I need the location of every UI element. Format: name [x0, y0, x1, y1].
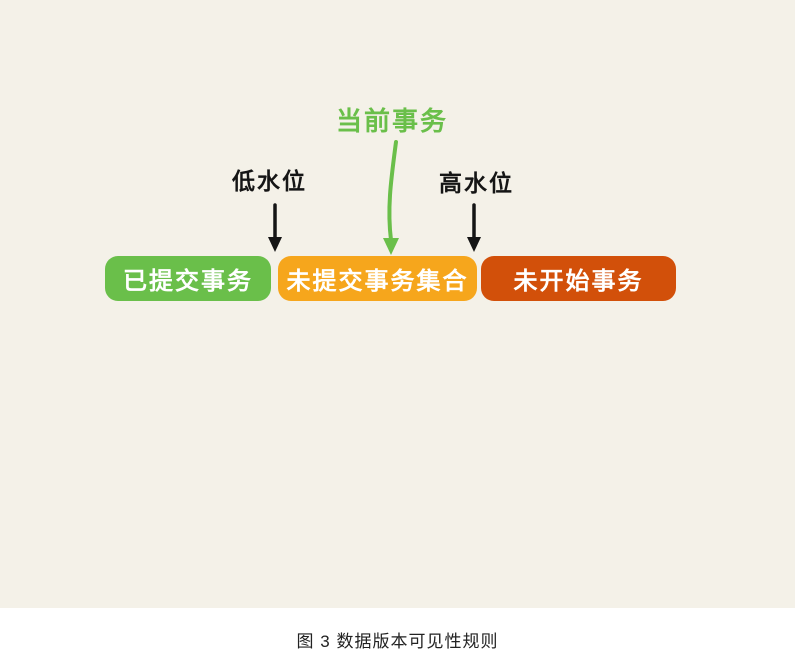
low-watermark-arrow [268, 203, 282, 252]
committed-transactions-label: 已提交事务 [123, 268, 253, 295]
low-watermark-label: 低水位 [232, 168, 307, 194]
current-transaction-label: 当前事务 [336, 106, 449, 136]
caption-area: 图 3 数据版本可见性规则 [0, 608, 795, 671]
low-watermark-arrowhead-icon [268, 237, 282, 252]
high-watermark-arrowhead-icon [467, 237, 481, 252]
arrow-layer [268, 140, 481, 255]
uncommitted-transaction-set-box: 未提交事务集合 [278, 256, 477, 301]
current-transaction-arrow-line [387, 140, 398, 242]
current-transaction-arrowhead-icon [383, 238, 399, 255]
current-transaction-arrow [383, 140, 399, 255]
committed-transactions-box: 已提交事务 [105, 256, 271, 301]
high-watermark-arrow [467, 203, 481, 252]
diagram-canvas: 当前事务 低水位 高水位 已提交事务 未提交事务集合 [0, 0, 795, 608]
figure-caption: 图 3 数据版本可见性规则 [296, 632, 499, 651]
high-watermark-label: 高水位 [439, 170, 514, 196]
not-started-transactions-label: 未开始事务 [513, 268, 644, 295]
not-started-transactions-box: 未开始事务 [481, 256, 676, 301]
uncommitted-transaction-set-label: 未提交事务集合 [286, 268, 469, 295]
